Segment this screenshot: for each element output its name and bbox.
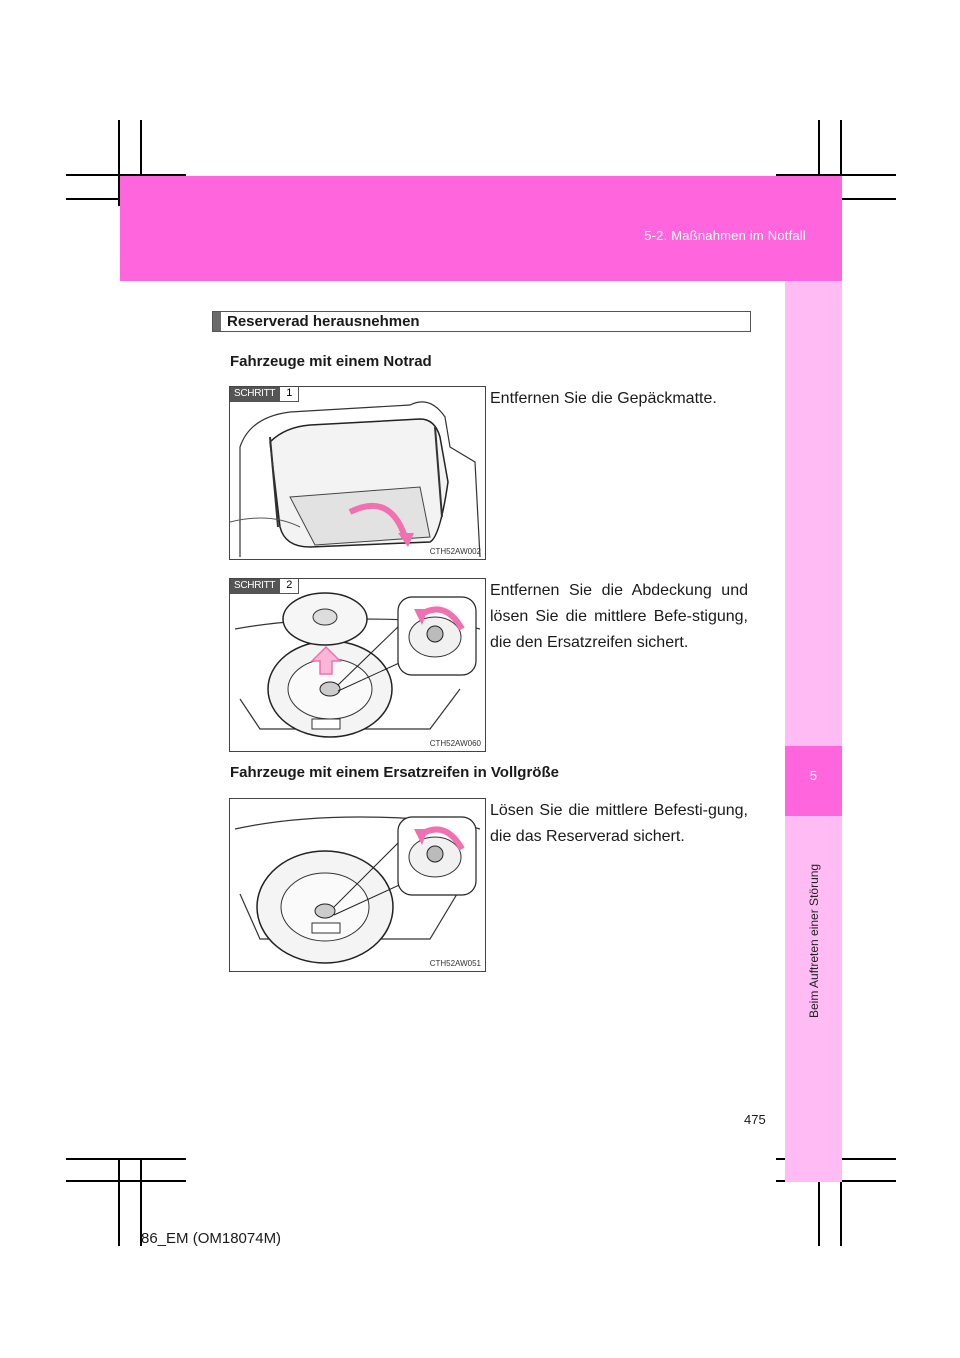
image-code: CTH52AW002 (429, 547, 481, 556)
crop-mark (66, 1158, 186, 1160)
trunk-illustration-step-1: SCHRITT 1 CTH52AW002 (229, 386, 486, 560)
footer-code: 86_EM (OM18074M) (141, 1230, 282, 1247)
page-number: 475 (744, 1112, 766, 1127)
step-text: Entfernen Sie die Gepäckmatte. (490, 390, 717, 407)
crop-mark (140, 120, 142, 206)
chapter-title: Beim Auftreten einer Störung (807, 863, 821, 1018)
crop-mark (818, 120, 820, 206)
crop-mark (118, 120, 120, 206)
image-code: CTH52AW051 (429, 959, 481, 968)
trunk-illustration-step-2: SCHRITT 2 CTH52AW060 (229, 578, 486, 752)
spare-tire-cover-drawing (234, 592, 481, 738)
step-word: SCHRITT (230, 387, 280, 402)
step-number: 1 (279, 387, 300, 402)
image-code: CTH52AW060 (429, 739, 481, 748)
step-word: SCHRITT (230, 579, 280, 594)
full-size-spare-drawing (234, 816, 481, 964)
step-text: Entfernen Sie die Abdeckung und lösen Si… (490, 582, 748, 651)
open-trunk-mat-drawing (230, 401, 481, 558)
crop-mark (140, 1160, 142, 1246)
side-tab-strip (785, 281, 842, 1182)
step-text: Lösen Sie die mittlere Befesti-gung, die… (490, 802, 748, 845)
crop-mark (118, 1160, 120, 1246)
header-title: 5-2. Maßnahmen im Notfall (644, 228, 806, 243)
step-label: SCHRITT 2 (230, 579, 300, 594)
chapter-tab[interactable]: 5 (785, 746, 842, 816)
subsection-heading: Fahrzeuge mit einem Ersatzreifen in Voll… (230, 764, 559, 781)
step-number: 2 (279, 579, 300, 594)
trunk-illustration-full-size: CTH52AW051 (229, 798, 486, 972)
section-header: Reserverad herausnehmen (212, 311, 751, 332)
section-header-bar (213, 312, 221, 331)
header-band: 5-2. Maßnahmen im Notfall (120, 176, 842, 281)
crop-mark (840, 1160, 842, 1246)
crop-mark (818, 1160, 820, 1246)
subsection-heading: Fahrzeuge mit einem Notrad (230, 353, 432, 370)
section-title: Reserverad herausnehmen (227, 313, 420, 330)
crop-mark (66, 1180, 186, 1182)
crop-mark (840, 120, 842, 206)
crop-mark (776, 174, 896, 176)
step-label: SCHRITT 1 (230, 387, 300, 402)
chapter-number: 5 (809, 768, 818, 783)
crop-mark (66, 174, 186, 176)
